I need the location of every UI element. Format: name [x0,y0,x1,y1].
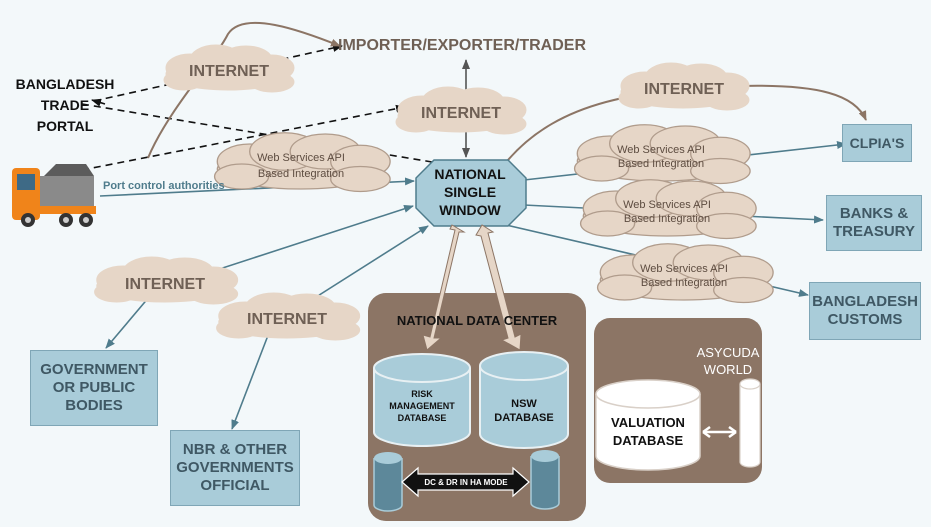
edge-btp-to-importer [93,44,343,102]
api-1-line1: Web Services API [257,152,345,164]
api-1-line2: Based Integration [258,168,344,180]
importer-exporter-label: IMPORTER/EXPORTER/TRADER [338,37,587,54]
risk-management-database [373,353,471,447]
arrow-nsw-nsw-db [475,224,522,351]
risk-db-label: RISK MANAGEMENT DATABASE [389,389,455,423]
nbr-governments-official-box: NBR & OTHER GOVERNMENTS OFFICIAL [170,430,300,506]
edge-to-nbr [231,324,273,430]
internet-label-1: INTERNET [189,63,269,80]
internet-label-3: INTERNET [644,81,724,98]
government-public-bodies-box: GOVERNMENT OR PUBLIC BODIES [30,350,158,426]
banks-treasury-box: BANKS & TREASURY [826,195,922,251]
edge-truck-to-internet [81,104,406,171]
ha-mode-label: DC & DR IN HA MODE [424,478,508,487]
edge-btp-arrowhead [91,98,106,107]
nsw-database [479,351,569,449]
asycuda-world-label: ASYCUDA WORLD [696,345,760,377]
valuation-asycuda-arrowheads [702,425,737,439]
dr-cylinder [530,450,560,510]
internet-label-2: INTERNET [421,105,501,122]
internet-label-5: INTERNET [247,311,327,328]
valuation-database [595,379,701,471]
port-control-label: Port control authorities [103,180,225,192]
api-3-line1: Web Services API [623,199,711,211]
bangladesh-trade-portal-label: BANGLADESH TRADE PORTAL [15,76,115,134]
api-2-line1: Web Services API [617,144,705,156]
nsw-label: NATIONAL SINGLE WINDOW [434,166,506,218]
internet-label-4: INTERNET [125,276,205,293]
arrow-nsw-risk-db [422,224,466,351]
data-center-title: NATIONAL DATA CENTER [396,313,558,328]
curve-truck-to-importer [147,21,341,159]
national-single-window-node [415,159,527,227]
api-3-line2: Based Integration [624,213,710,225]
asycuda-world-database [739,378,761,468]
bangladesh-customs-box: BANGLADESH CUSTOMS [809,282,921,340]
truck-icon [12,164,96,227]
dc-cylinder [373,452,403,512]
valuation-db-label: VALUATION DATABASE [611,415,685,448]
api-4-line2: Based Integration [641,277,727,289]
api-2-line2: Based Integration [618,158,704,170]
ha-mode-arrow [401,466,530,498]
nsw-db-label: NSW DATABASE [494,398,554,424]
clpia-box: CLPIA'S [842,124,912,162]
api-4-line1: Web Services API [640,263,728,275]
